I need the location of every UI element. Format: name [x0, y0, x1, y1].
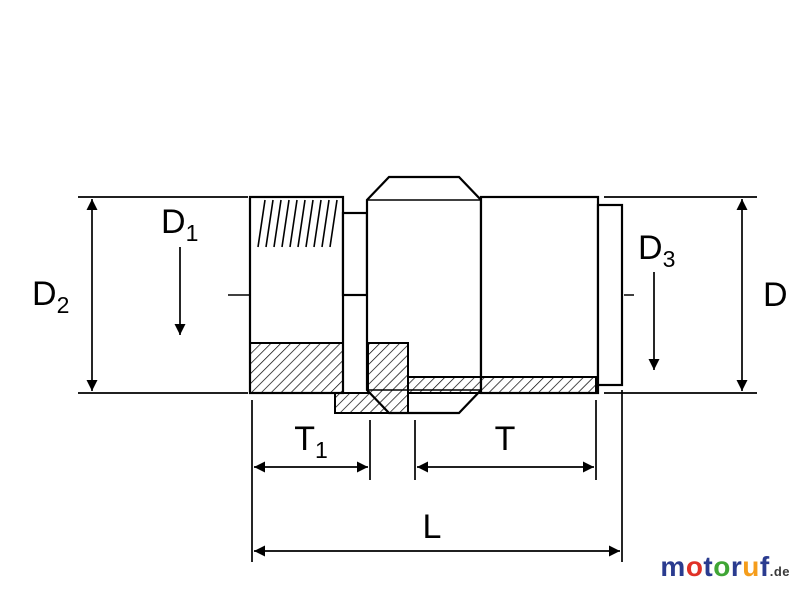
logo-letter: o [713, 551, 731, 582]
dimension-l [251, 390, 623, 562]
label-t1: T1 [294, 420, 328, 463]
thread-marks [257, 199, 338, 248]
label-l: L [423, 508, 442, 546]
label-d1: D1 [161, 203, 198, 246]
dimension-t [414, 400, 597, 480]
logo-letter: u [742, 551, 760, 582]
right-end [596, 203, 624, 387]
section-hatching [249, 342, 597, 414]
hatch-right-wall [407, 376, 597, 394]
hatch-middle-flange [334, 342, 409, 414]
dimension-t1 [254, 420, 371, 480]
logo-motoruf: motoruf.de [660, 553, 790, 581]
logo-letter: o [685, 551, 704, 582]
female-body [479, 195, 600, 395]
neck [341, 211, 369, 297]
dimension-d2 [78, 196, 248, 394]
logo-letter: f [759, 551, 770, 582]
label-d2: D2 [32, 275, 69, 318]
label-d3: D3 [638, 229, 675, 272]
dimension-d [604, 196, 757, 394]
label-t: T [495, 420, 516, 458]
logo-letter: r [730, 551, 743, 582]
logo-letter: t [703, 551, 714, 582]
logo-suffix: .de [769, 564, 790, 579]
label-d: D [763, 276, 788, 314]
logo-letter: m [660, 551, 686, 582]
hatch-left-wall [249, 342, 344, 394]
